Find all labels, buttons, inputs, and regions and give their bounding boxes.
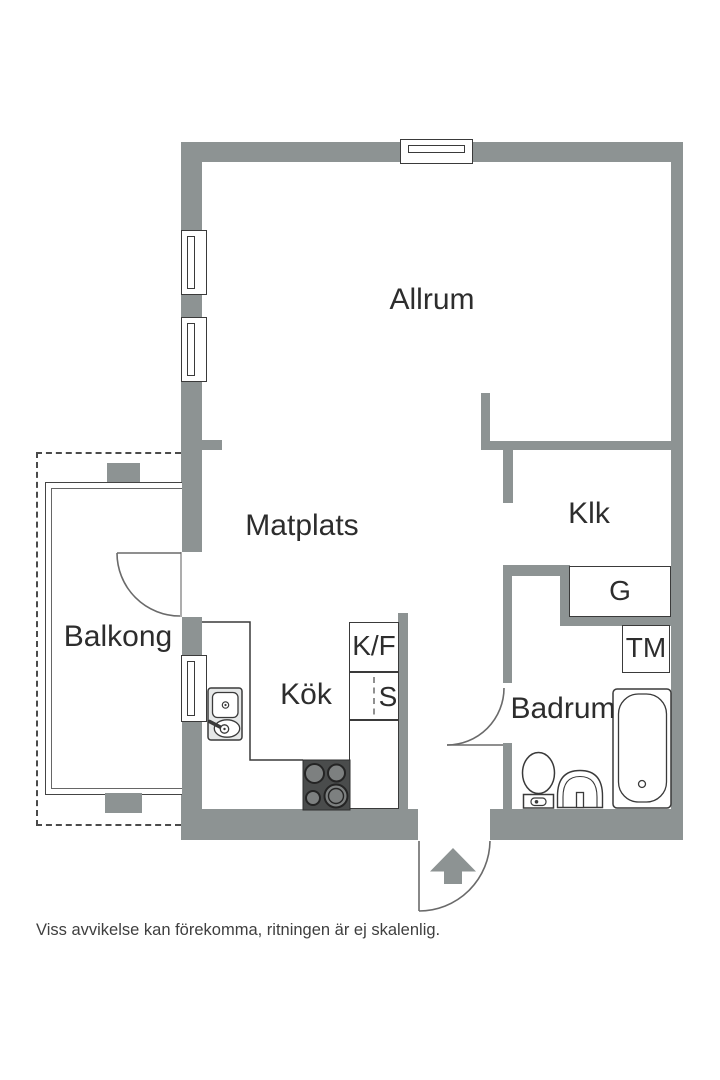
label-pantry: S (378, 681, 398, 712)
wardrobe-box (569, 566, 671, 617)
balcony-platform-inner (51, 488, 182, 789)
balcony-pillar-bottom (105, 793, 142, 813)
label-fridge-freezer: K/F (352, 630, 396, 661)
label-dining-area: Matplats (245, 509, 359, 542)
wall-left-seg2 (181, 295, 202, 317)
wall-closet-left (503, 450, 513, 503)
label-kitchen: Kök (280, 678, 332, 711)
disclaimer-text: Viss avvikelse kan förekomma, ritningen … (36, 921, 441, 939)
wall-right (671, 142, 683, 840)
label-walk-in-closet: Klk (568, 497, 610, 530)
label-bathroom: Badrum (510, 692, 616, 725)
window-left-2-pane (187, 323, 195, 376)
balcony-pillar-top (107, 463, 140, 482)
wall-living-divider (481, 393, 490, 450)
wall-bath-left-upper (503, 565, 512, 683)
wall-bottom-right (490, 809, 683, 840)
kitchen-counter-outline (202, 621, 303, 761)
window-kitchen-pane (187, 661, 195, 716)
wall-bottom-left (181, 809, 418, 840)
wall-left-seg3 (181, 382, 202, 552)
wall-left-seg5 (181, 722, 202, 809)
balcony-dashed-outline (36, 452, 181, 826)
entry-arrow-icon (430, 848, 476, 884)
label-washing-machine: TM (625, 632, 667, 663)
wall-wardrobe-left (560, 576, 570, 617)
bathtub (612, 688, 672, 809)
window-top-pane (408, 145, 465, 153)
balcony-door (116, 552, 182, 617)
stove (302, 759, 351, 811)
wall-wardrobe-bottom (560, 617, 671, 626)
label-wardrobe: G (609, 575, 631, 606)
fridge-freezer-box (349, 622, 399, 672)
kitchen-cabinet-box (349, 720, 399, 809)
washing-machine-box (622, 625, 670, 673)
bathroom-door (446, 687, 505, 746)
balcony-platform (45, 482, 182, 795)
wall-closet-top (481, 441, 671, 450)
wall-stub-dining (202, 440, 222, 450)
window-left-1-pane (187, 236, 195, 289)
toilet (521, 751, 556, 809)
wash-basin (556, 769, 604, 809)
wall-left-seg4 (181, 617, 202, 655)
entry-door (418, 840, 491, 912)
wall-kitchen-hall (398, 613, 408, 809)
wall-bath-left-lower (503, 743, 512, 809)
label-balcony: Balkong (63, 620, 173, 653)
kitchen-sink (207, 687, 243, 741)
wall-left-seg1 (181, 162, 202, 230)
wall-bath-top (503, 565, 570, 576)
label-living-room: Allrum (389, 283, 475, 316)
